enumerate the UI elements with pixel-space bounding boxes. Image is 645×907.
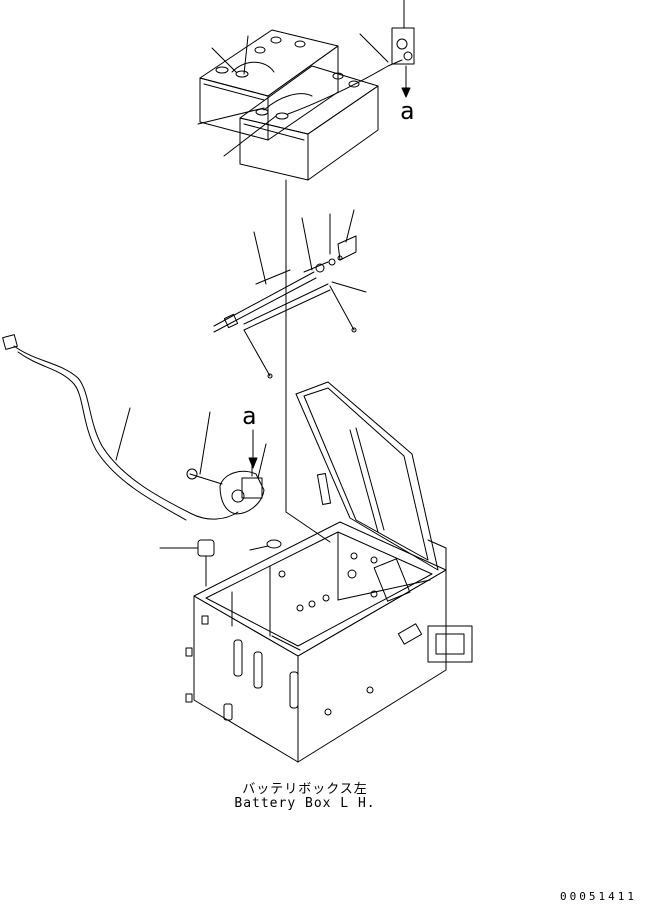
terminal-clamp (391, 27, 415, 65)
leader-lines-top (197, 33, 389, 157)
cable-harness (2, 334, 239, 521)
battery-terminal-cable (287, 59, 403, 115)
view-marker-top: a (400, 97, 415, 125)
caption-japanese: バッテリボックス左 (242, 782, 368, 797)
bolt-and-grommet (159, 539, 282, 587)
battery-box-lid (295, 381, 439, 571)
caption-english: Battery Box L H. (234, 796, 376, 811)
leader-cable (115, 407, 131, 461)
view-marker-bottom: a (242, 402, 257, 430)
leader-lines-relay (199, 411, 267, 479)
hold-down-bracket-group (213, 235, 357, 379)
drawing-number: 00051411 (560, 890, 637, 903)
battery-box (185, 381, 473, 763)
battery-rear (199, 29, 339, 141)
leader-lines-bracket (253, 209, 367, 293)
battery-group (199, 0, 415, 181)
leader-box (285, 511, 331, 543)
relay-bracket (186, 459, 265, 515)
battery-front (239, 65, 379, 181)
